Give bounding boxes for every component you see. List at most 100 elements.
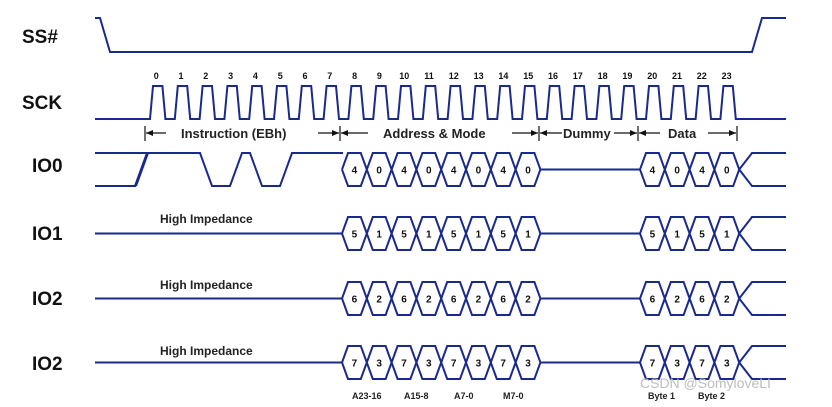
io2-data-bit: 6 bbox=[699, 295, 705, 306]
io2-address-bit: 2 bbox=[426, 295, 432, 306]
io1-address-bit: 5 bbox=[500, 230, 506, 241]
io2-second-label: IO2 bbox=[32, 354, 63, 375]
cycle-number-17: 17 bbox=[573, 71, 583, 81]
cycle-number-18: 18 bbox=[598, 71, 608, 81]
io3-data-bit: 3 bbox=[724, 359, 730, 370]
instruction-phase-label: Instruction (EBh) bbox=[181, 126, 286, 141]
cycle-number-14: 14 bbox=[498, 71, 508, 81]
io2-tail bbox=[738, 281, 786, 316]
io0-address-bit: 4 bbox=[401, 166, 407, 177]
io2-data-bit: 2 bbox=[674, 295, 680, 306]
sck-waveform bbox=[95, 85, 786, 120]
cycle-number-20: 20 bbox=[647, 71, 657, 81]
io0-address-bit: 4 bbox=[500, 166, 506, 177]
io0-instruction-waveform bbox=[95, 152, 149, 187]
io0-data-bit: 4 bbox=[650, 166, 656, 177]
io1-address-bit: 1 bbox=[525, 230, 531, 241]
io0-data-bit: 4 bbox=[699, 166, 705, 177]
cycle-number-16: 16 bbox=[548, 71, 558, 81]
io0-address-bit: 4 bbox=[352, 166, 358, 177]
io2-address-bit: 2 bbox=[525, 295, 531, 306]
address-label-a7-0: A7-0 bbox=[454, 391, 474, 401]
cycle-number-0: 0 bbox=[154, 71, 159, 81]
io2-address-bit: 2 bbox=[376, 295, 382, 306]
io0-address-bus bbox=[341, 152, 542, 187]
io0-address-bit: 0 bbox=[426, 166, 432, 177]
io2-data-bit: 6 bbox=[650, 295, 656, 306]
io1-address-bit: 5 bbox=[352, 230, 358, 241]
io1-address-bit: 5 bbox=[451, 230, 457, 241]
cycle-number-13: 13 bbox=[474, 71, 484, 81]
io1-address-bit: 5 bbox=[401, 230, 407, 241]
io3-address-bus bbox=[341, 345, 542, 380]
io1-address-bit: 1 bbox=[426, 230, 432, 241]
cycle-number-12: 12 bbox=[449, 71, 459, 81]
cycle-number-11: 11 bbox=[424, 71, 434, 81]
cycle-number-6: 6 bbox=[302, 71, 307, 81]
io0-address-bit: 0 bbox=[476, 166, 482, 177]
cycle-number-23: 23 bbox=[722, 71, 732, 81]
address-phase-label: Address & Mode bbox=[383, 126, 486, 141]
cycle-number-4: 4 bbox=[253, 71, 258, 81]
cycle-number-10: 10 bbox=[399, 71, 409, 81]
cycle-number-19: 19 bbox=[622, 71, 632, 81]
phase-annotations: Instruction (EBh) Address & Mode Dummy D… bbox=[144, 126, 738, 141]
io2-label: IO2 bbox=[32, 289, 63, 310]
io3-data-bit: 3 bbox=[674, 359, 680, 370]
io1-data-bit: 1 bbox=[674, 230, 680, 241]
address-label-a15-8: A15-8 bbox=[404, 391, 429, 401]
io3-data-bit: 7 bbox=[650, 359, 656, 370]
cycle-number-3: 3 bbox=[228, 71, 233, 81]
io3-high-impedance-label: High Impedance bbox=[160, 344, 253, 358]
watermark: CSDN @SomyloveLI bbox=[640, 375, 771, 391]
byte1-label: Byte 1 bbox=[648, 391, 675, 401]
cycle-number-2: 2 bbox=[203, 71, 208, 81]
io1-address-bit: 1 bbox=[376, 230, 382, 241]
io0-data-bit: 0 bbox=[724, 166, 730, 177]
cycle-number-22: 22 bbox=[697, 71, 707, 81]
cycle-number-7: 7 bbox=[327, 71, 332, 81]
io0-data-bus bbox=[639, 152, 741, 187]
cycle-number-1: 1 bbox=[178, 71, 183, 81]
io2-data-bus bbox=[639, 281, 741, 316]
io1-tail bbox=[738, 216, 786, 251]
io2-high-impedance-label: High Impedance bbox=[160, 278, 253, 292]
io0-address-bit: 0 bbox=[376, 166, 382, 177]
cycle-number-15: 15 bbox=[523, 71, 533, 81]
io0-label: IO0 bbox=[32, 156, 63, 177]
io2-address-bit: 6 bbox=[451, 295, 457, 306]
io1-data-bit: 1 bbox=[724, 230, 730, 241]
io2-address-bit: 6 bbox=[500, 295, 506, 306]
io0-tail bbox=[738, 152, 786, 187]
io1-address-bus bbox=[341, 216, 542, 251]
io3-data-bit: 7 bbox=[699, 359, 705, 370]
io0-data-bit: 0 bbox=[674, 166, 680, 177]
mode-label-m7-0: M7-0 bbox=[503, 391, 524, 401]
io1-high-impedance-label: High Impedance bbox=[160, 212, 253, 226]
ss-label: SS# bbox=[22, 27, 58, 48]
io3-address-bit: 7 bbox=[451, 359, 457, 370]
cycle-number-8: 8 bbox=[352, 71, 357, 81]
cycle-number-9: 9 bbox=[377, 71, 382, 81]
io2-data-bit: 2 bbox=[724, 295, 730, 306]
ss-waveform bbox=[95, 17, 786, 53]
io1-data-bus bbox=[639, 216, 741, 251]
io1-address-bit: 1 bbox=[476, 230, 482, 241]
io3-address-bit: 7 bbox=[401, 359, 407, 370]
io1-label: IO1 bbox=[32, 224, 63, 245]
byte2-label: Byte 2 bbox=[698, 391, 725, 401]
io2-address-bit: 6 bbox=[401, 295, 407, 306]
io0-address-bit: 0 bbox=[525, 166, 531, 177]
io3-address-bit: 7 bbox=[352, 359, 358, 370]
io0-address-bit: 4 bbox=[451, 166, 457, 177]
address-label-a23-16: A23-16 bbox=[352, 391, 382, 401]
cycle-number-21: 21 bbox=[672, 71, 682, 81]
io3-address-bit: 3 bbox=[376, 359, 382, 370]
io3-data-bus bbox=[639, 345, 741, 380]
io2-address-bit: 6 bbox=[352, 295, 358, 306]
io2-address-bus bbox=[341, 281, 542, 316]
data-phase-label: Data bbox=[668, 126, 697, 141]
